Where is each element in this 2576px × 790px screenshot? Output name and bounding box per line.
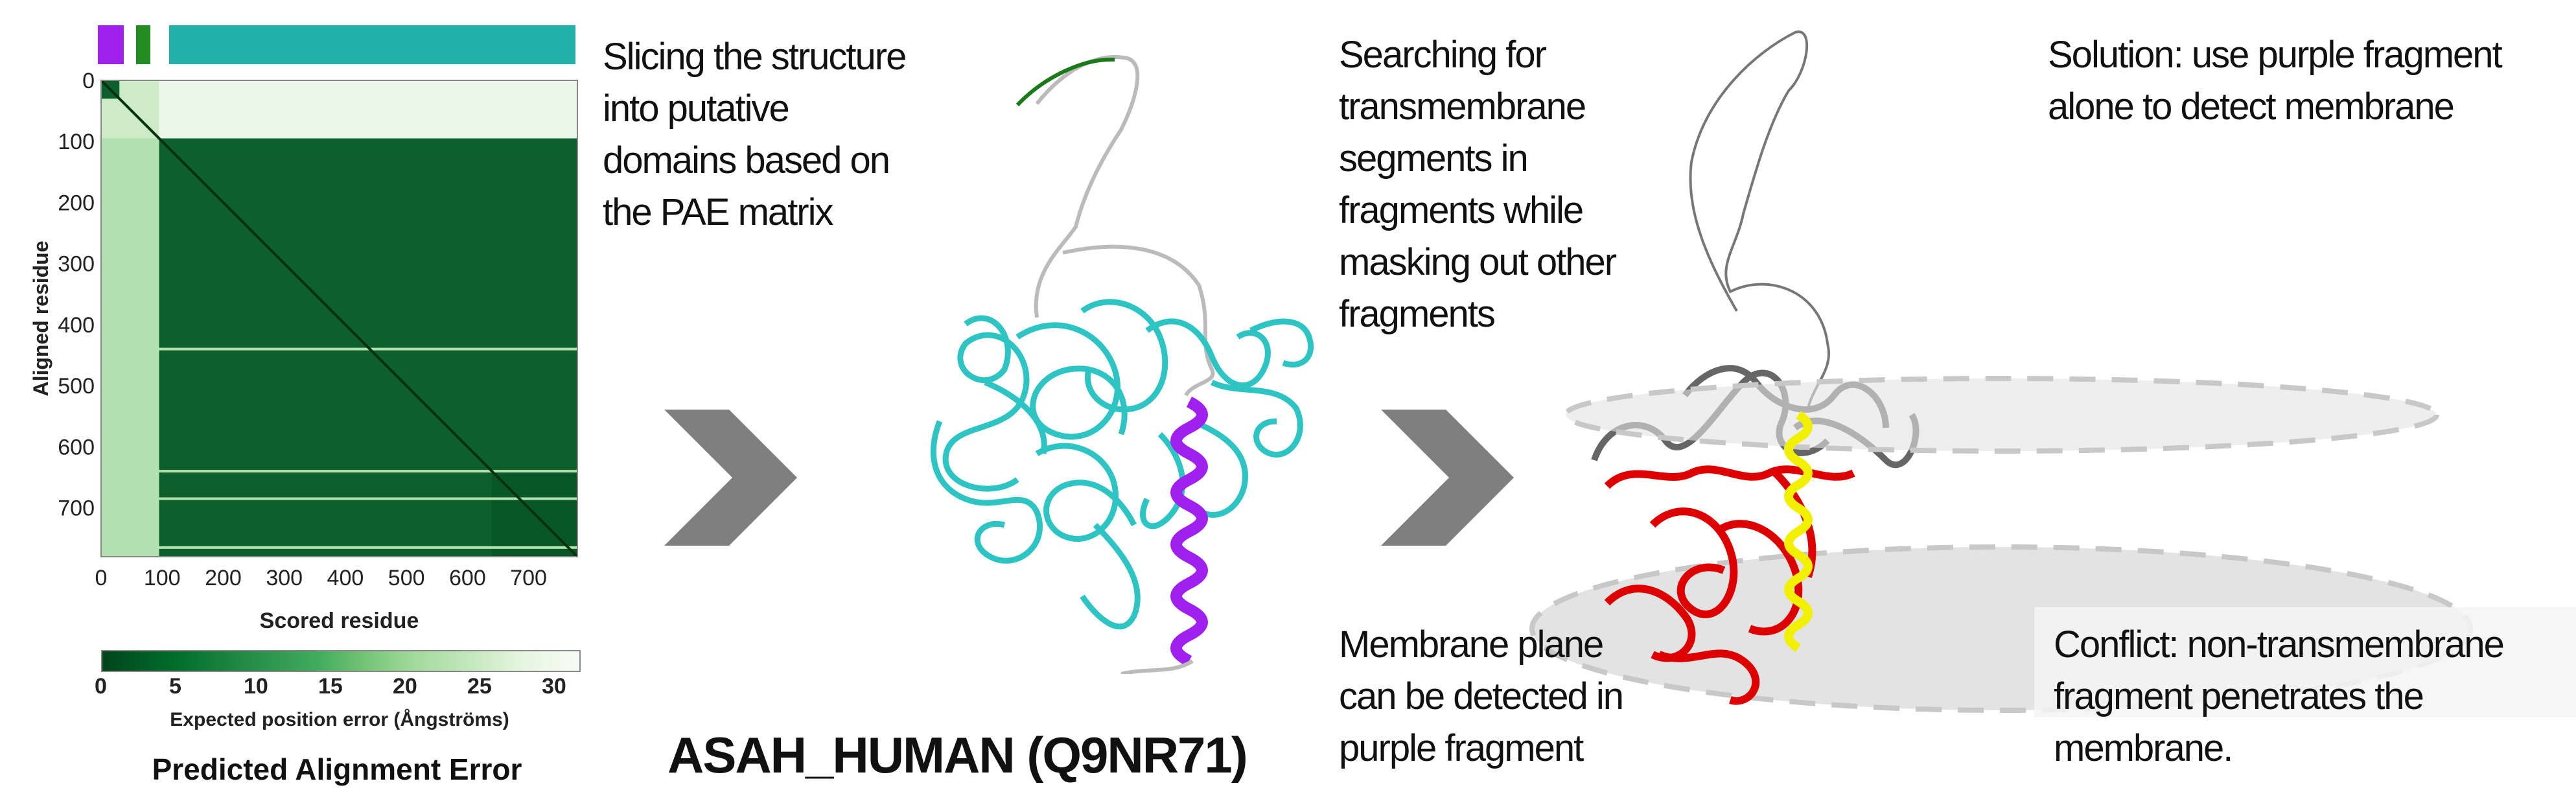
chevron-right-icon [1381,410,1514,546]
x-axis-label: Scored residue [260,609,419,633]
solution-text: Solution: use purple fragment alone to d… [2048,29,2503,133]
step2-line: fragments while [1339,189,1584,231]
teal-domain [930,299,1314,630]
y-axis-label: Aligned residue [29,240,52,396]
domain-bar-green [136,25,150,64]
colorbar-tick-label: 15 [318,674,343,699]
purple-helix [1170,396,1208,667]
y-tick-label: 300 [58,252,95,277]
y-tick-label: 200 [58,191,95,215]
step2-line: masking out other [1339,241,1617,283]
y-tick-label: 100 [58,130,95,154]
x-tick-label: 200 [205,566,242,590]
step1-line: into putative [603,87,790,130]
conflict-line: membrane. [2054,727,2233,769]
x-tick-label: 300 [266,566,303,590]
step2-line: segments in [1339,137,1529,180]
y-tick-label: 0 [82,69,95,93]
step2-line: transmembrane [1339,86,1586,128]
solution-line: alone to detect membrane [2048,86,2455,128]
step1-description: Slicing the structure into putative doma… [603,31,907,238]
step1-line: Slicing the structure [603,36,907,78]
step3-line: can be detected in [1339,675,1624,717]
x-tick-label: 100 [144,566,181,590]
x-tick-label: 700 [510,566,547,590]
step2-line: fragments [1339,293,1496,335]
colorbar-tick-label: 5 [169,674,181,699]
conflict-line: Conflict: non-transmembrane [2054,623,2505,666]
colorbar-tick-label: 30 [542,674,566,699]
y-tick-label: 600 [58,435,95,459]
step1-line: the PAE matrix [603,191,834,233]
colorbar-tick-label: 10 [244,674,268,699]
heatmap-high-error-row [159,497,577,500]
x-tick-label: 0 [95,566,108,590]
x-tick-label: 400 [327,566,364,590]
colorbar-tick-label: 0 [95,674,107,699]
pae-heatmap: 0 100 200 300 400 500 600 700 0 100 200 300 400 500 60… [29,69,579,633]
protein-label: ASAH_HUMAN (Q9NR71) [667,726,1248,784]
heatmap-block [159,80,577,139]
chevron-right-icon [664,410,797,546]
step1-line: domains based on [603,139,890,181]
x-tick-label: 500 [388,566,425,590]
colorbar [101,650,581,672]
conflict-line: fragment penetrates the [2054,675,2424,717]
colorbar-tick-label: 25 [467,674,492,699]
step3-description: Membrane plane can be detected in purple… [1339,619,1624,774]
step2-line: Searching for [1339,34,1547,76]
step3-line: Membrane plane [1339,623,1604,666]
y-tick-label: 400 [58,313,95,338]
y-tick-label: 700 [58,496,95,521]
step3-line: purple fragment [1339,727,1584,769]
conflict-box [2034,607,2576,717]
membrane-plane-top [1563,376,2439,454]
heatmap-high-error-row [159,470,577,473]
protein-structure-domains [930,55,1314,674]
conflict-text: Conflict: non-transmembrane fragment pen… [2054,619,2505,774]
yellow-helix [1784,410,1813,653]
pae-title: Predicted Alignment Error [152,752,522,786]
y-tick-label: 500 [58,374,95,399]
x-tick-label: 600 [449,566,486,590]
domain-bar-purple [98,25,124,64]
domain-bar-teal [169,25,575,64]
heatmap-diagonal [100,79,579,558]
step2-description: Searching for transmembrane segments in … [1339,29,1617,340]
heatmap-frame [100,80,578,557]
colorbar-label: Expected position error (Ångströms) [170,709,509,730]
colorbar-tick-label: 20 [393,674,417,699]
solution-line: Solution: use purple fragment [2048,34,2503,76]
heatmap-block [101,138,159,557]
heatmap-high-error-row [159,546,577,549]
